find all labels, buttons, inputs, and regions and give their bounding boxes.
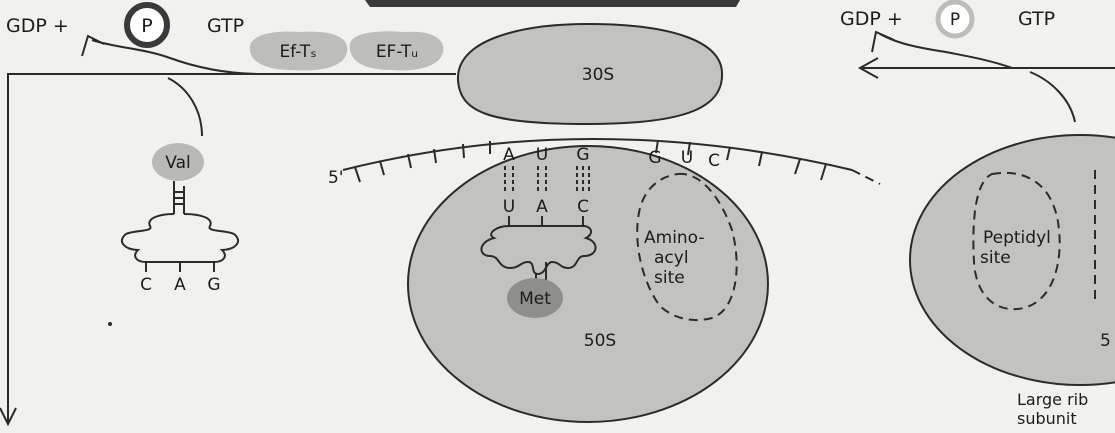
subunit-50s-label: 50S bbox=[584, 331, 616, 351]
anticodon-u: U bbox=[503, 197, 515, 217]
cropped-caption bbox=[365, 0, 740, 7]
large-subunit-caption-2: subunit bbox=[1017, 409, 1077, 428]
codon-u: U bbox=[536, 145, 548, 165]
gdp-arrowhead-right bbox=[872, 32, 894, 52]
codon-g: G bbox=[576, 145, 589, 165]
gdp-arrowhead-left bbox=[82, 36, 104, 56]
val-anticodon-g: G bbox=[207, 275, 220, 295]
anticodon-a: A bbox=[536, 197, 548, 217]
phosphate-label-right: P bbox=[950, 10, 960, 30]
anticodon-c: C bbox=[577, 197, 589, 217]
mrna-5prime: 5' bbox=[328, 168, 344, 188]
ribosome-30s: 30S bbox=[458, 24, 722, 124]
subunit-30s-label: 30S bbox=[582, 65, 614, 85]
codon-guc: G U C bbox=[648, 148, 720, 171]
val-label: Val bbox=[165, 153, 190, 173]
val-anticodon-c: C bbox=[140, 275, 152, 295]
large-subunit-caption-1: Large rib bbox=[1017, 390, 1088, 409]
aminoacyl-line3: site bbox=[654, 268, 685, 288]
val-trna: Val C A G bbox=[122, 143, 238, 295]
codon2-u: U bbox=[681, 148, 693, 168]
val-anticodon-a: A bbox=[174, 275, 186, 295]
val-trna-body bbox=[122, 214, 238, 262]
gtp-label-left: GTP bbox=[207, 15, 244, 37]
gtp-curve-right bbox=[880, 34, 1012, 68]
gdp-label-left: GDP + bbox=[6, 15, 69, 37]
right-50s-subunit: Peptidyl site 5 bbox=[910, 135, 1115, 385]
trna-return-curve bbox=[168, 78, 202, 136]
phosphate-label-left: P bbox=[141, 15, 152, 37]
gtp-curve-left bbox=[92, 40, 262, 74]
mrna-dashed-end bbox=[852, 170, 880, 184]
elongation-factors: Ef-Tₛ EF-Tᵤ bbox=[250, 31, 444, 70]
right-subunit-label: 5 bbox=[1100, 331, 1111, 351]
codon-a: A bbox=[503, 145, 515, 165]
met-label: Met bbox=[519, 289, 551, 309]
right-gtp-cycle: GDP + P GTP bbox=[840, 2, 1115, 122]
codon2-c: C bbox=[708, 151, 720, 171]
codon2-g: G bbox=[648, 148, 661, 168]
left-gtp-cycle: GDP + P GTP bbox=[6, 5, 262, 136]
peptidyl-line2: site bbox=[980, 248, 1011, 268]
right-lower-curve bbox=[1030, 72, 1075, 122]
gtp-label-right: GTP bbox=[1018, 8, 1055, 30]
aminoacyl-line2: acyl bbox=[654, 248, 689, 268]
speck bbox=[108, 322, 112, 326]
peptidyl-line1: Peptidyl bbox=[983, 228, 1051, 248]
ef-ts-label: Ef-Tₛ bbox=[279, 42, 316, 62]
aminoacyl-line1: Amino- bbox=[644, 228, 705, 248]
ef-tu-label: EF-Tᵤ bbox=[376, 42, 418, 62]
gdp-label-right: GDP + bbox=[840, 8, 903, 30]
